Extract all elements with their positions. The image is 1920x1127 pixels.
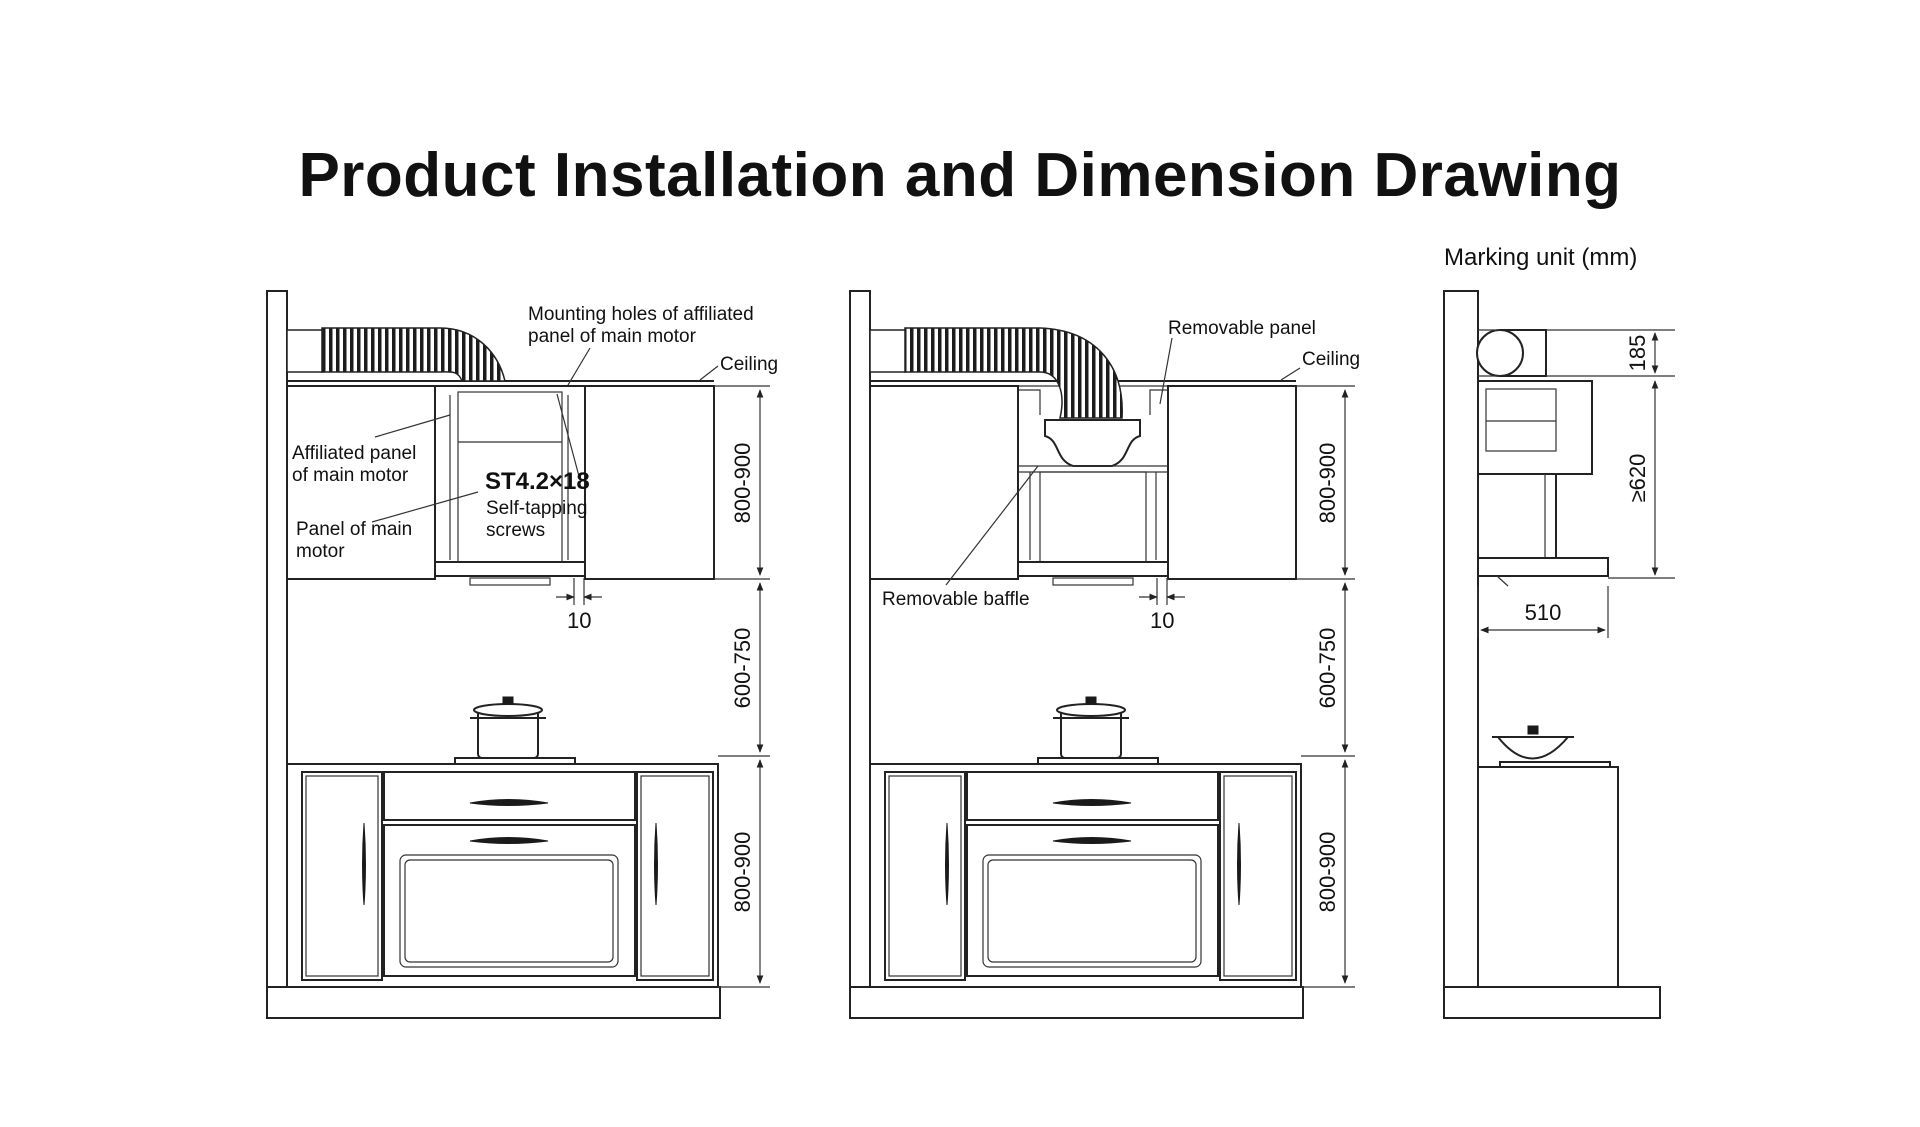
- base-cabinet: [869, 763, 1302, 988]
- dim-gap: 10: [1150, 608, 1174, 633]
- label-removable-panel: Removable panel: [1168, 318, 1316, 339]
- hood-panel: [1017, 561, 1169, 577]
- front-view-left: Mounting holes of affiliated panel of ma…: [266, 290, 778, 1019]
- unit-note: Marking unit (mm): [1444, 244, 1638, 271]
- label-removable-baffle: Removable baffle: [882, 589, 1030, 610]
- hood-side: [1477, 473, 1557, 559]
- hood-panel: [434, 561, 586, 577]
- cabinet-door-left: [884, 771, 966, 981]
- label-screws-2: screws: [486, 520, 545, 541]
- cabinet-door-right: [1219, 771, 1297, 981]
- front-view-middle: Removable panel Ceiling Removable baffle…: [849, 290, 1360, 1019]
- label-mounting-holes-2: panel of main motor: [528, 326, 697, 347]
- cabinet-door-right: [636, 771, 714, 981]
- base-cabinet: [286, 763, 719, 988]
- floor-plinth: [849, 986, 1304, 1019]
- dim-depth: 510: [1525, 600, 1562, 625]
- floor-plinth: [1443, 986, 1661, 1019]
- label-screws-1: Self-tapping: [486, 498, 587, 519]
- dim-middle: 600-750: [730, 628, 755, 709]
- dim-duct: 185: [1625, 335, 1650, 372]
- label-panel-2: motor: [296, 541, 345, 562]
- dim-gap: 10: [567, 608, 591, 633]
- dim-hood-height: ≥620: [1625, 454, 1650, 503]
- wall: [266, 290, 288, 988]
- label-ceiling: Ceiling: [1302, 349, 1360, 370]
- hood-canopy: [1477, 557, 1609, 577]
- dim-lower: 800-900: [1315, 832, 1340, 913]
- oven: [966, 824, 1219, 977]
- label-affiliated-1: Affiliated panel: [292, 443, 416, 464]
- cabinet-door-left: [301, 771, 383, 981]
- dim-upper: 800-900: [1315, 443, 1340, 524]
- label-mounting-holes-1: Mounting holes of affiliated: [528, 304, 754, 325]
- drawer-handle-icon: [469, 799, 549, 806]
- label-panel-1: Panel of main: [296, 519, 412, 540]
- drawer: [966, 771, 1219, 821]
- upper-cabinet-left: [869, 385, 1019, 580]
- wall: [849, 290, 871, 988]
- base-cabinet-side: [1477, 766, 1619, 988]
- flexible-duct: [321, 327, 506, 382]
- side-view: 185 ≥620 510: [1443, 290, 1675, 1019]
- upper-cabinet-right: [584, 385, 715, 580]
- label-screw-spec: ST4.2×18: [485, 468, 590, 495]
- label-ceiling: Ceiling: [720, 354, 778, 375]
- oven: [383, 824, 636, 977]
- flexible-duct: [904, 327, 1123, 419]
- upper-cabinet-side: [1477, 380, 1593, 475]
- floor-plinth: [266, 986, 721, 1019]
- dim-lower: 800-900: [730, 832, 755, 913]
- dim-upper: 800-900: [730, 443, 755, 524]
- upper-cabinet-right: [1167, 385, 1297, 580]
- page-title: Product Installation and Dimension Drawi…: [298, 141, 1622, 210]
- wok: [1495, 736, 1571, 760]
- motor: [1044, 419, 1141, 467]
- drawer: [383, 771, 636, 821]
- door-handle-icon: [945, 822, 949, 906]
- drawer-handle-icon: [1052, 799, 1132, 806]
- wall: [1443, 290, 1479, 988]
- door-handle-icon: [362, 822, 366, 906]
- dim-middle: 600-750: [1315, 628, 1340, 709]
- label-affiliated-2: of main motor: [292, 465, 409, 486]
